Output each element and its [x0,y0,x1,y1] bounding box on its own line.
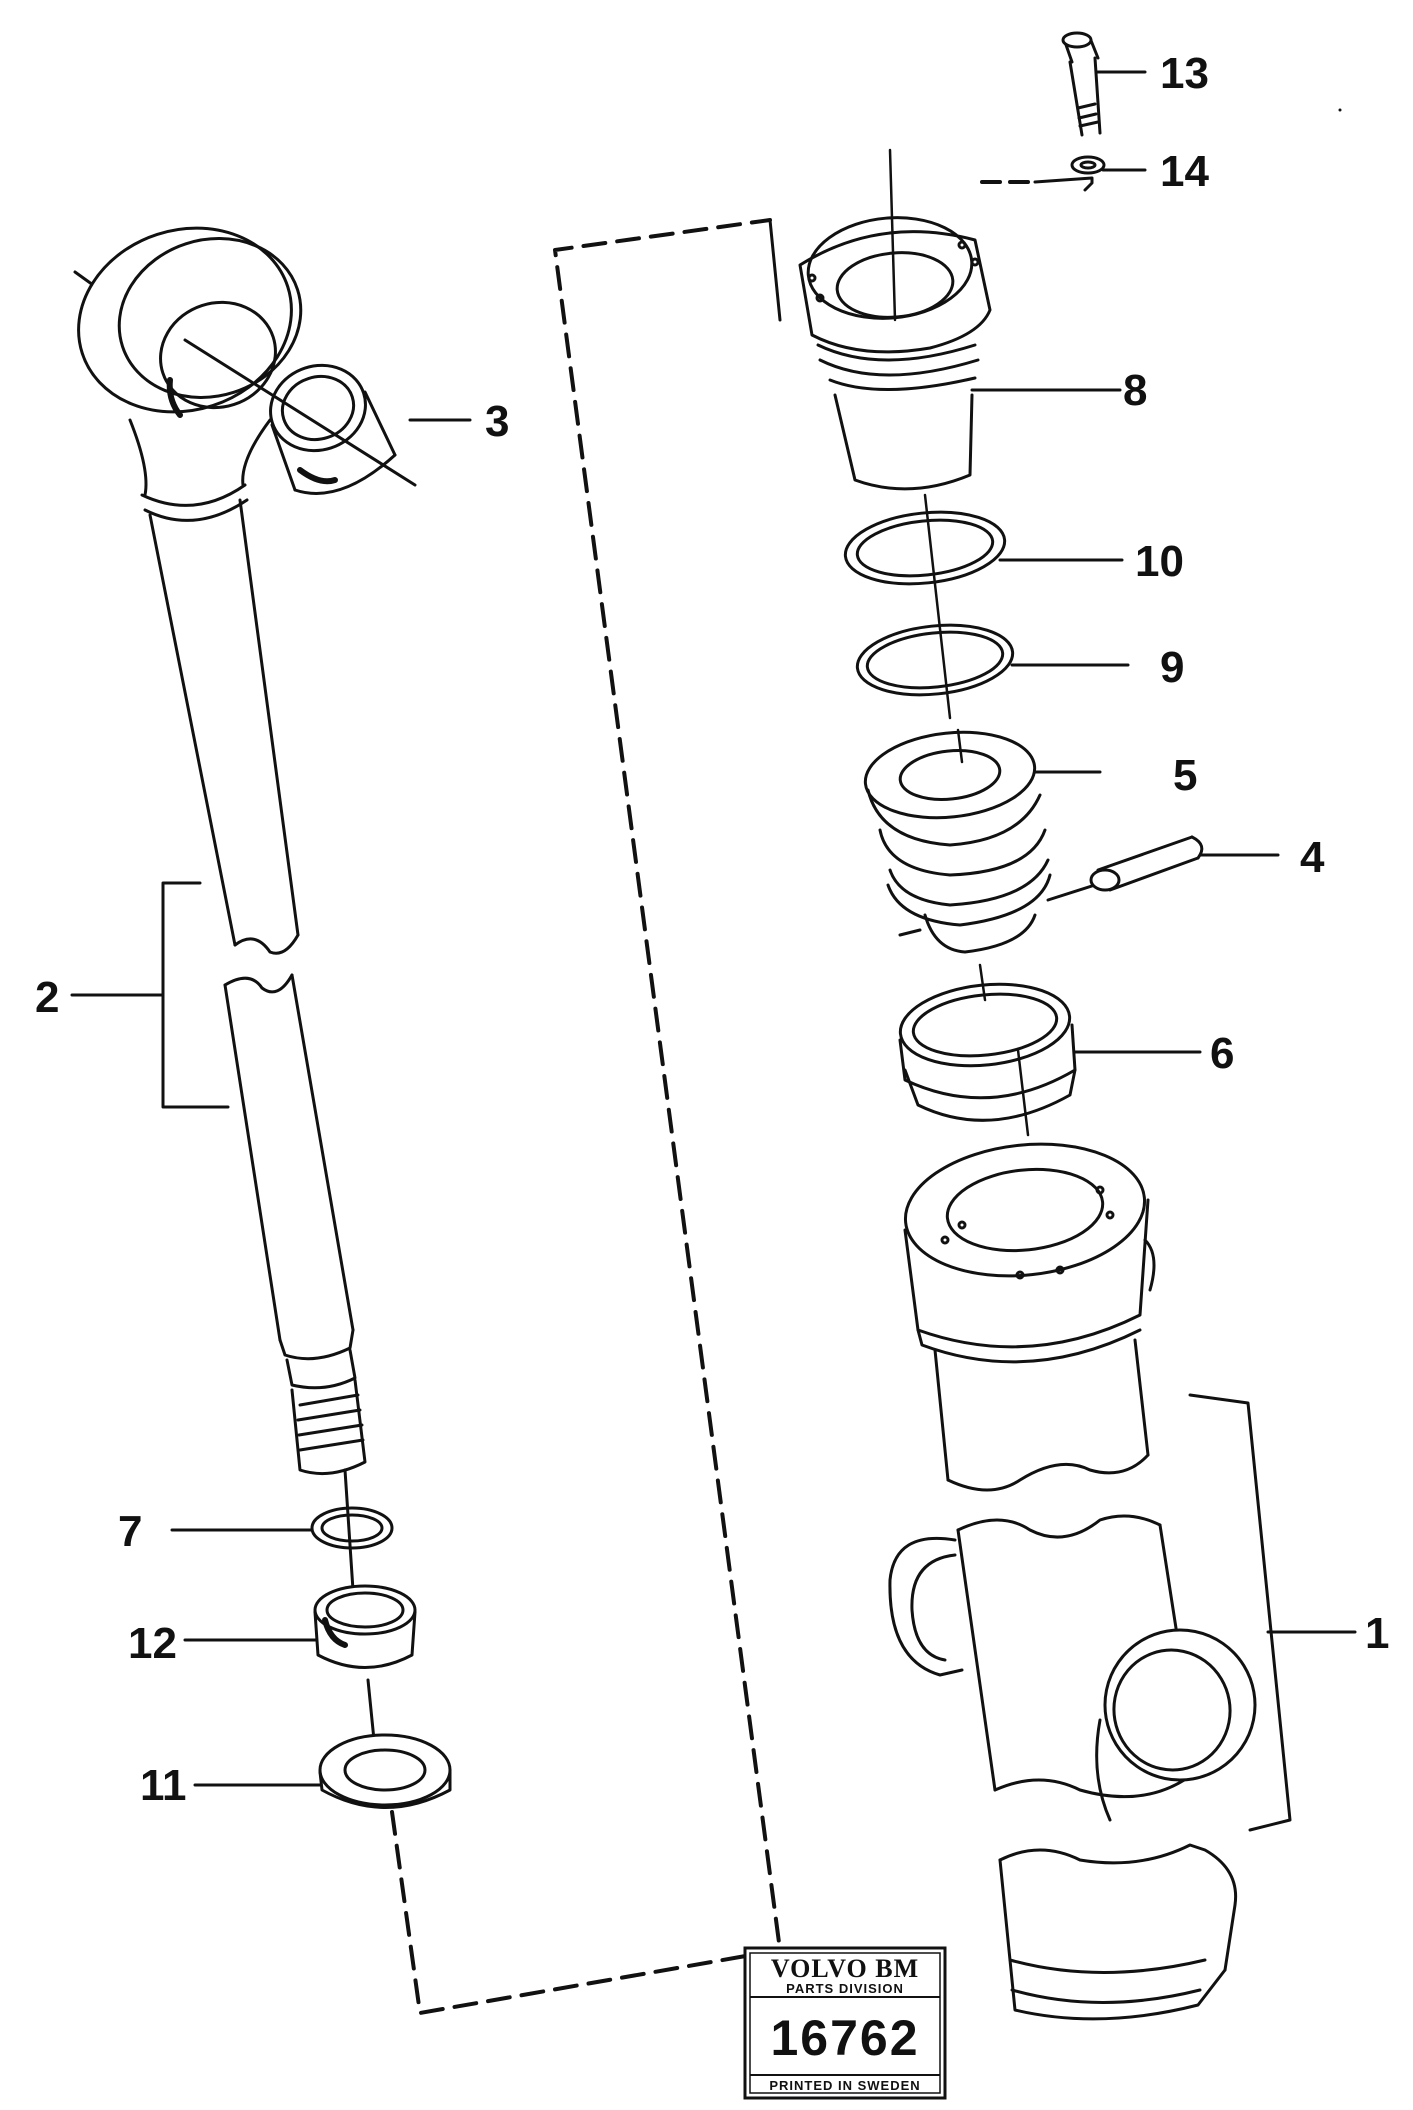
cylinder-head-part [798,216,1122,491]
piston-part [863,730,1102,954]
callout-6: 6 [1210,1029,1234,1078]
piston-guide-part [898,982,1202,1122]
callout-4: 4 [1300,833,1325,882]
screw-washer-part [1070,155,1147,175]
stamp-number: 16762 [770,2010,919,2066]
callout-3: 3 [485,397,509,446]
piston-rod-part [70,226,367,1476]
washer-part [193,1733,452,1809]
callout-5: 5 [1173,751,1197,800]
stray-dot [1338,108,1342,112]
callout-7: 7 [118,1507,142,1556]
parts-division-stamp: VOLVO BM PARTS DIVISION 16762 PRINTED IN… [743,1946,947,2100]
callout-11: 11 [140,1761,187,1810]
locknut-part [183,1584,417,1762]
cylinder-tube-part [888,1142,1357,2021]
callout-9: 9 [1160,643,1184,692]
callout-14: 14 [1160,147,1209,196]
callout-labels: 13 14 8 3 10 9 5 4 2 6 7 1 12 11 [35,49,1389,1810]
screw-part [1061,31,1147,137]
dashed-assembly-connector [390,218,782,2015]
seal-ring-part [170,1468,394,1622]
stamp-division: PARTS DIVISION [786,1981,904,1996]
callout-12: 12 [128,1619,177,1668]
callout-8: 8 [1123,366,1147,415]
bushing-part [183,338,472,495]
callout-13: 13 [1160,49,1209,98]
callout-2: 2 [35,973,59,1022]
callout-1: 1 [1365,1609,1389,1658]
stamp-printed: PRINTED IN SWEDEN [769,2078,920,2093]
stamp-brand: VOLVO BM [771,1954,919,1983]
o-ring-part [855,623,1130,697]
backup-ring-part [843,510,1124,586]
callout-10: 10 [1135,537,1184,586]
pin-part [1089,835,1280,892]
